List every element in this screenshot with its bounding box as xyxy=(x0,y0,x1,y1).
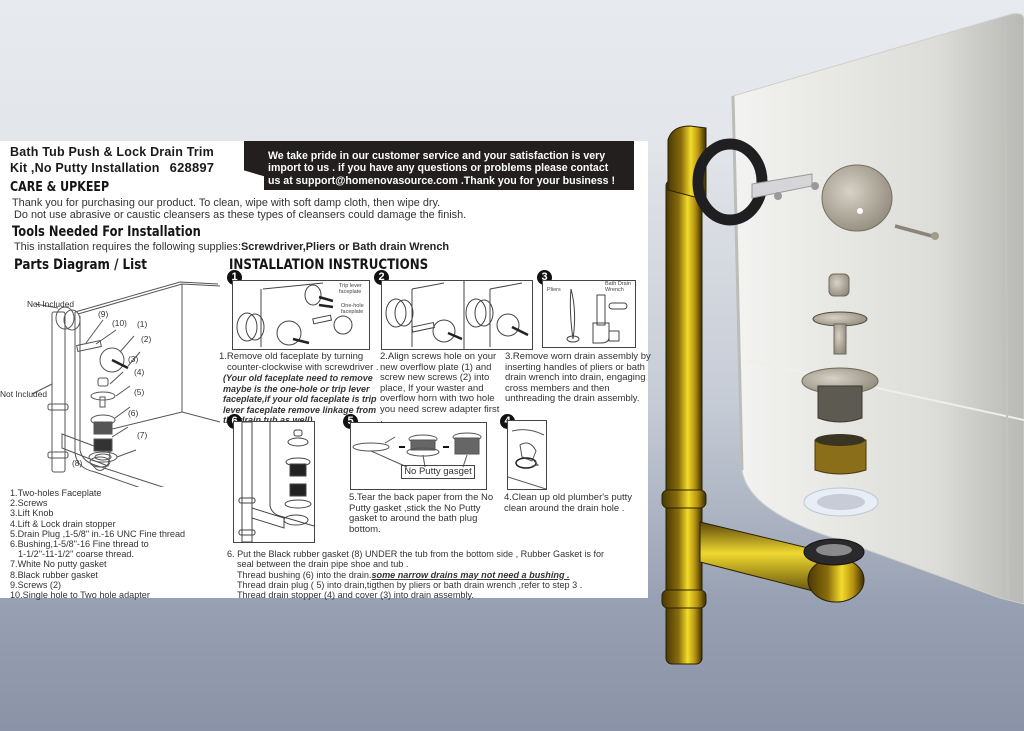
care-heading: CARE & UPKEEP xyxy=(10,179,110,195)
tools-intro: This installation requires the following… xyxy=(14,241,242,253)
callout-6: (6) xyxy=(128,408,139,418)
parts-list-item: 7.White No putty gasket xyxy=(10,559,107,570)
overflow-plate-install-icon xyxy=(385,281,529,349)
parts-exploded-diagram-icon xyxy=(31,281,221,513)
care-text-1: Thank you for purchasing our product. To… xyxy=(12,197,441,209)
step-5-illustration: No Putty gasget xyxy=(350,422,487,490)
parts-list-item: 9.Screws (2) xyxy=(10,579,62,590)
not-included-top-label: Not Included xyxy=(27,299,75,309)
step-1-text: 1.Remove old faceplate by turning counte… xyxy=(219,351,384,426)
step-6-bushing-warning: some narrow drains may not need a bushin… xyxy=(371,569,570,580)
not-included-left-label: Not Included xyxy=(0,389,48,399)
step-6-line3a: Thread bushing (6) into the drain. xyxy=(237,569,372,580)
instruction-sheet: Bath Tub Push & Lock Drain Trim Kit ,No … xyxy=(0,141,651,600)
tools-supplies: Screwdriver,Pliers or Bath drain Wrench xyxy=(241,241,450,253)
step-1-line1: 1.Remove old faceplate by turning xyxy=(219,351,364,362)
pliers-label: Pliers xyxy=(547,287,561,293)
drain-assembly-render-icon xyxy=(661,13,1024,665)
parts-list-item: 5.Drain Plug ,1-5/8" in.-16 UNC Fine thr… xyxy=(10,528,186,539)
bath-drain-wrench-label: Bath Drain Wrench xyxy=(605,281,631,293)
callout-7: (7) xyxy=(137,430,148,440)
parts-list-item: 1.Two-holes Faceplate xyxy=(10,488,102,498)
callout-3: (3) xyxy=(128,354,139,364)
step-6-line2: seal between the drain pipe shoe and tub… xyxy=(237,559,409,570)
installation-heading: INSTALLATION INSTRUCTIONS xyxy=(229,257,429,273)
drain-assembly-icon xyxy=(238,421,315,543)
banner-line-1: We take pride in our customer service an… xyxy=(268,150,606,162)
callout-4: (4) xyxy=(134,367,145,377)
callout-1: (1) xyxy=(137,319,148,329)
step-6-text: 6. Put the Black rubber gasket (8) UNDER… xyxy=(227,549,604,600)
callout-2: (2) xyxy=(141,334,152,344)
product-title: Bath Tub Push & Lock Drain Trim Kit ,No … xyxy=(10,145,214,176)
step-1-line2: counter-clockwise with screwdriver . xyxy=(227,361,379,373)
parts-list-item: 10.Single hole to Two hole adapter xyxy=(10,590,150,601)
parts-diagram: Not Included Not Included (9) (10) (1) (… xyxy=(0,272,225,513)
trip-lever-label: Trip lever faceplate xyxy=(339,283,362,295)
callout-5: (5) xyxy=(134,387,145,397)
callout-9: (9) xyxy=(98,309,109,319)
parts-heading: Parts Diagram / List xyxy=(14,257,147,273)
tools-heading: Tools Needed For Installation xyxy=(12,224,201,240)
no-putty-gasket-label: No Putty gasget xyxy=(401,465,475,479)
step-3-text: 3.Remove worn drain assembly by insertin… xyxy=(505,351,651,404)
step-4-text: 4.Clean up old plumber's putty clean aro… xyxy=(504,492,633,514)
banner-line-3: us at support@homenovasource.com .Thank … xyxy=(268,174,616,187)
step-6-line4: Thread drain plug ( 5) into drain,tigthe… xyxy=(237,579,583,590)
step-1-note: (Your old faceplate need to remove maybe… xyxy=(223,373,377,425)
parts-list: 1.Two-holes Faceplate 2.Screws 3.Lift Kn… xyxy=(10,488,185,600)
one-hole-label: One-hole faceplate xyxy=(341,303,364,315)
product-title-line2: Kit ,No Putty Installation xyxy=(10,161,160,175)
step-2-illustration xyxy=(381,280,533,350)
tools-text: This installation requires the following… xyxy=(14,241,449,253)
step-6-line5: Thread drain stopper (4) and cover (3) i… xyxy=(237,590,474,601)
parts-list-item: 8.Black rubber gasket xyxy=(10,569,98,580)
pliers-wrench-icon xyxy=(566,288,628,344)
step-6-line3: Thread bushing (6) into the drain.some n… xyxy=(227,570,604,580)
parts-list-item: 4.Lift & Lock drain stopper xyxy=(10,518,116,529)
step-1-illustration: Trip lever faceplate One-hole faceplate xyxy=(232,280,370,350)
step-6-illustration xyxy=(233,421,315,543)
product-title-line1: Bath Tub Push & Lock Drain Trim xyxy=(10,145,214,159)
product-sku: 628897 xyxy=(169,160,215,175)
step-4-illustration xyxy=(507,420,547,490)
parts-list-item: 1-1/2"-11-1/2" coarse thread. xyxy=(18,549,134,560)
customer-service-banner: We take pride in our customer service an… xyxy=(244,141,634,190)
step-5-text: 5.Tear the back paper from the No Putty … xyxy=(349,492,494,535)
step-6-line1: 6. Put the Black rubber gasket (8) UNDER… xyxy=(227,549,605,559)
step-2-text: 2.Align screws hole on your new overflow… xyxy=(380,351,500,425)
parts-list-item: 2.Screws xyxy=(10,498,48,509)
no-putty-gasket-icon xyxy=(352,432,482,468)
parts-list-item: 6.Bushing,1-5/8"-16 Fine thread to xyxy=(10,539,149,550)
care-text-2: Do not use abrasive or caustic cleansers… xyxy=(14,209,467,221)
banner-line-2: import to us . if you have any questions… xyxy=(268,162,609,175)
clean-drain-icon xyxy=(507,429,547,490)
parts-list-item: 3.Lift Knob xyxy=(10,508,54,519)
faceplate-removal-icon xyxy=(236,282,353,347)
callout-8: (8) xyxy=(72,458,83,468)
product-render xyxy=(640,0,1024,731)
step-3-illustration: Pliers Bath Drain Wrench xyxy=(542,280,636,348)
callout-10: (10) xyxy=(112,318,127,328)
